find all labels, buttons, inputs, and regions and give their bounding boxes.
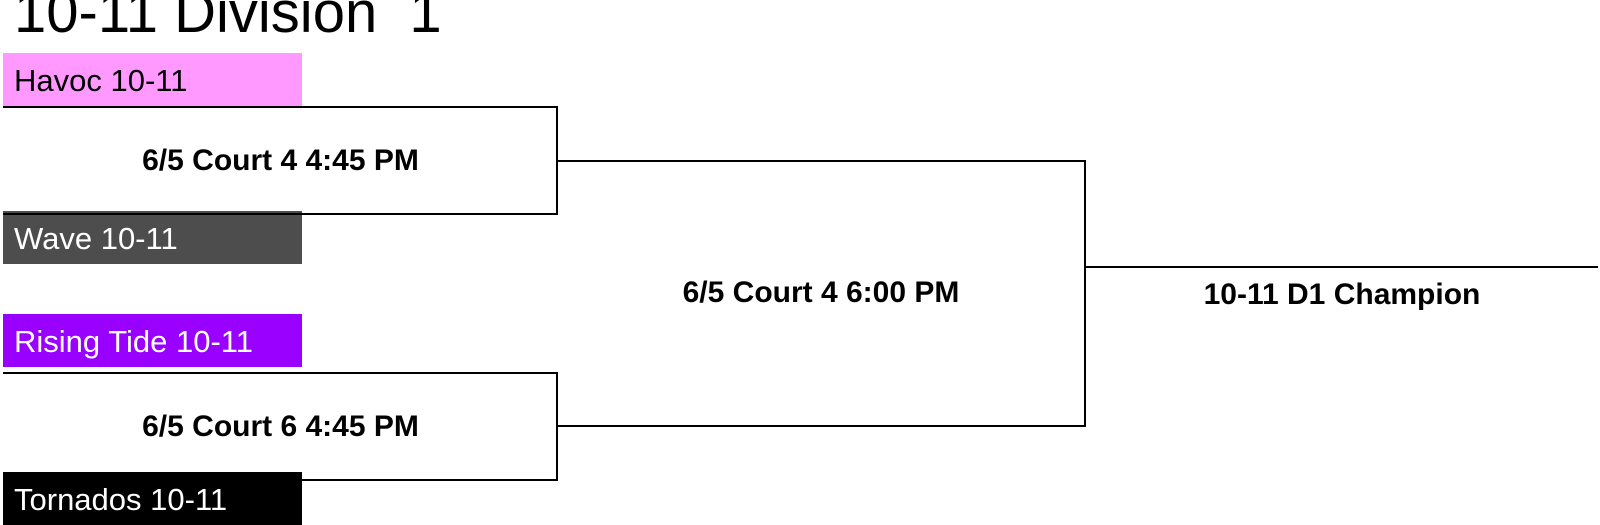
final-game-label: 6/5 Court 4 6:00 PM <box>682 276 960 309</box>
game-1-label: 6/5 Court 4 4:45 PM <box>142 144 419 177</box>
game-2-out-line <box>556 425 1086 427</box>
team-slot-havoc: Havoc 10-11 <box>3 53 302 106</box>
game-2-top-line <box>3 372 558 374</box>
game-1-bottom-line <box>3 213 558 215</box>
game-1-top-line <box>3 106 558 108</box>
team-slot-wave: Wave 10-11 <box>3 211 302 264</box>
game-2-bottom-line <box>3 479 558 481</box>
game-2-label: 6/5 Court 6 4:45 PM <box>142 410 419 443</box>
game-1-out-line <box>556 160 1086 162</box>
champion-line <box>1084 266 1598 268</box>
team-slot-rising-tide: Rising Tide 10-11 <box>3 314 302 367</box>
bracket-title: 10-11 Division 1 <box>14 0 442 45</box>
final-vertical-line <box>1084 160 1086 427</box>
champion-label: 10-11 D1 Champion <box>1203 278 1481 311</box>
